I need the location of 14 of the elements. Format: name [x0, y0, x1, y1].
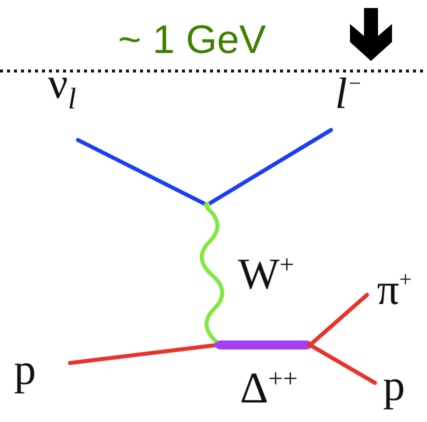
particle-line: [310, 344, 377, 385]
particle-line: [68, 343, 216, 365]
particle-label: ν$_{l}$: [48, 62, 78, 142]
wavy-propagator-line: [200, 206, 224, 344]
particle-label: p: [14, 348, 70, 392]
edge-label: Δ$^{++}$: [240, 366, 298, 411]
particle-line: [216, 340, 312, 350]
particle-line: [76, 138, 206, 206]
edge-label: W$^{+}$: [238, 252, 294, 297]
particle-label: l$^{−}$: [331, 72, 387, 130]
particle-line: [310, 292, 369, 346]
particle-line: [208, 128, 333, 206]
energy-label: ~ 1 GeV: [118, 20, 266, 60]
particle-label: π$^{+}$: [367, 268, 417, 310]
